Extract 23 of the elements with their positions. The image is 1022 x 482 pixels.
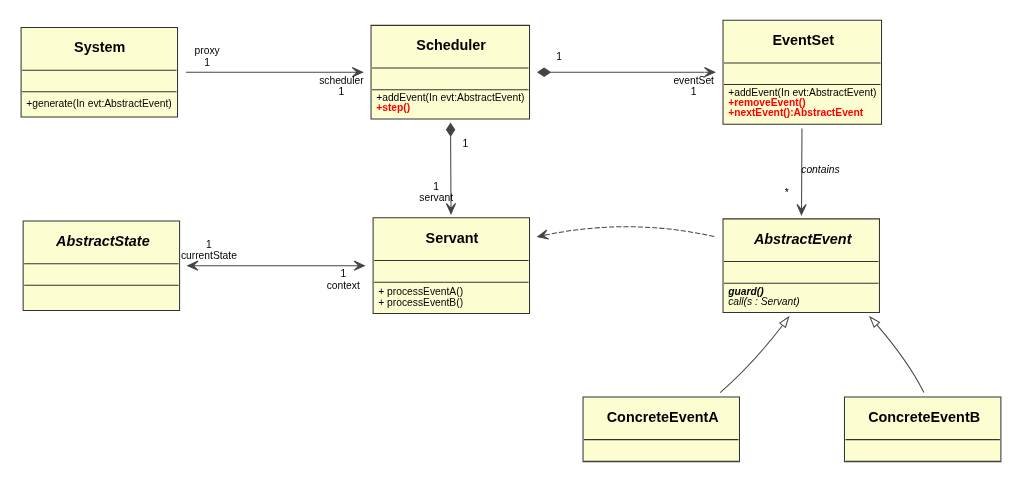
label: context	[326, 279, 360, 291]
label: 1	[690, 86, 697, 98]
label: 1	[556, 51, 562, 63]
label: eventSet	[673, 74, 714, 86]
label: 1	[433, 180, 440, 192]
label: scheduler	[319, 74, 364, 86]
label: *	[784, 187, 789, 199]
arrow	[719, 315, 790, 394]
label: currentState	[180, 250, 237, 262]
label: 1	[204, 56, 210, 68]
arrow	[537, 226, 715, 240]
label: 1	[340, 268, 347, 280]
label: proxy	[194, 45, 220, 57]
arrow	[868, 315, 925, 393]
arrow	[445, 122, 457, 215]
arrow	[185, 67, 364, 78]
arrow	[187, 260, 365, 271]
label: 1	[338, 86, 345, 98]
arrow	[537, 67, 716, 78]
label: 1	[462, 138, 469, 150]
label: servant	[419, 191, 454, 203]
label: 1	[206, 238, 212, 250]
arrow	[796, 128, 807, 216]
